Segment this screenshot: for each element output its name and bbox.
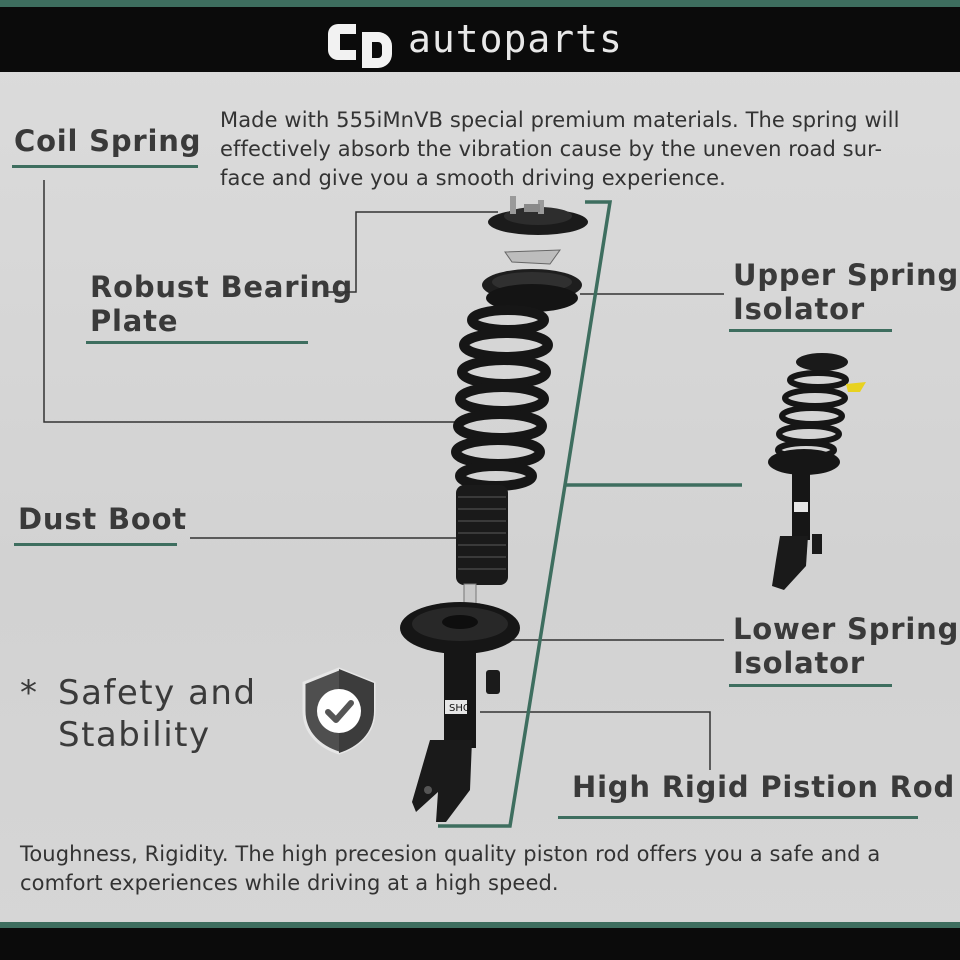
lower-isolator-part [400,602,520,654]
intro-line-2: effectively absorb the vibration cause b… [220,137,883,161]
label-bearing-plate: Robust Bearing Plate [90,270,353,338]
dust-boot-underline [14,543,177,546]
intro-description: Made with 555iMnVB special premium mater… [220,106,900,193]
bottom-description: Toughness, Rigidity. The high precesion … [20,840,880,898]
green-bracket-line [438,200,742,828]
label-dust-boot: Dust Boot [18,502,187,536]
safety-line-1: Safety and [58,673,257,713]
label-upper-isolator: Upper Spring Isolator [733,258,959,326]
assembled-strut-thumbnail [768,353,866,590]
svg-text:SHO: SHO [449,703,471,714]
bearing-plate-underline [86,341,308,344]
label-piston-rod: High Rigid Pistion Rod [572,770,956,804]
coil-spring-part [451,305,553,491]
bearing-plate-line-1: Robust Bearing [90,270,354,304]
safety-bullet: * [20,673,39,713]
safety-line-2: Stability [58,715,211,755]
lower-isolator-line-1: Lower Spring [733,612,960,646]
brand-name: autoparts [408,17,623,61]
leader-lines [43,180,724,770]
piston-rod-underline [558,816,918,819]
label-lower-isolator: Lower Spring Isolator [733,612,959,680]
upper-isolator-line-1: Upper Spring [733,258,960,292]
strut-body-part: SHO [412,648,500,822]
upper-isolator-line-2: Isolator [733,292,865,326]
lower-isolator-underline [729,684,892,687]
intro-line-3: face and give you a smooth driving exper… [220,166,726,190]
leader-piston-rod [480,711,711,770]
bottom-line-1: Toughness, Rigidity. The high precesion … [20,842,881,866]
upper-isolator-part [482,269,582,312]
bearing-part [504,249,561,265]
dust-boot-part [456,485,508,585]
bottom-line-2: comfort experiences while driving at a h… [20,871,559,895]
top-mount [488,196,588,235]
shield-check-icon [302,667,376,755]
upper-isolator-underline [729,329,892,332]
leader-coil-spring [43,180,470,423]
footer-bar [0,922,960,960]
coil-spring-underline [12,165,198,168]
bearing-plate-line-2: Plate [90,304,179,338]
leader-bearing-plate [328,211,498,293]
header-bar: autoparts [0,0,960,72]
lower-isolator-line-2: Isolator [733,646,865,680]
brand-logo-icon [328,24,392,68]
intro-line-1: Made with 555iMnVB special premium mater… [220,108,900,132]
label-coil-spring: Coil Spring [14,124,202,158]
safety-heading: Safety and Stability [58,672,257,756]
